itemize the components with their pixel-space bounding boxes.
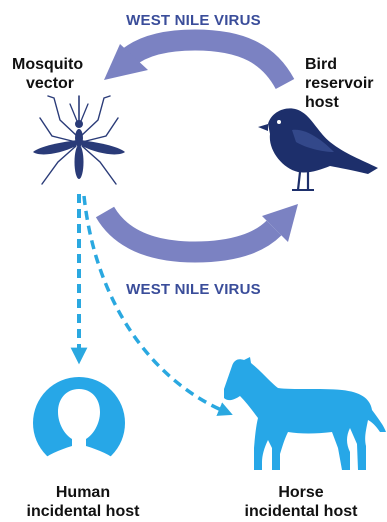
cycle-label-bottom: WEST NILE VIRUS bbox=[0, 281, 387, 298]
mosquito-label-line2: vector bbox=[12, 74, 83, 93]
bird-label-line3: host bbox=[305, 93, 374, 112]
horse-label-line1: Horse bbox=[220, 483, 382, 502]
bird-label-line2: reservoir bbox=[305, 74, 374, 93]
human-label-line1: Human bbox=[3, 483, 163, 502]
horse-label: Horse incidental host bbox=[220, 483, 382, 521]
bird-icon bbox=[258, 108, 378, 190]
horse-label-line2: incidental host bbox=[220, 502, 382, 521]
bird-label: Bird reservoir host bbox=[305, 55, 374, 112]
bird-label-line1: Bird bbox=[305, 55, 374, 74]
human-label: Human incidental host bbox=[3, 483, 163, 521]
mosquito-icon bbox=[33, 96, 125, 184]
human-avatar-icon bbox=[33, 377, 125, 469]
mosquito-label: Mosquito vector bbox=[12, 55, 83, 93]
horse-icon bbox=[224, 357, 386, 470]
cycle-arrow-to-mosquito bbox=[104, 40, 285, 84]
human-label-line2: incidental host bbox=[3, 502, 163, 521]
cycle-arrow-to-bird bbox=[105, 204, 298, 252]
cycle-label-top: WEST NILE VIRUS bbox=[0, 12, 387, 29]
mosquito-label-line1: Mosquito bbox=[12, 55, 83, 74]
